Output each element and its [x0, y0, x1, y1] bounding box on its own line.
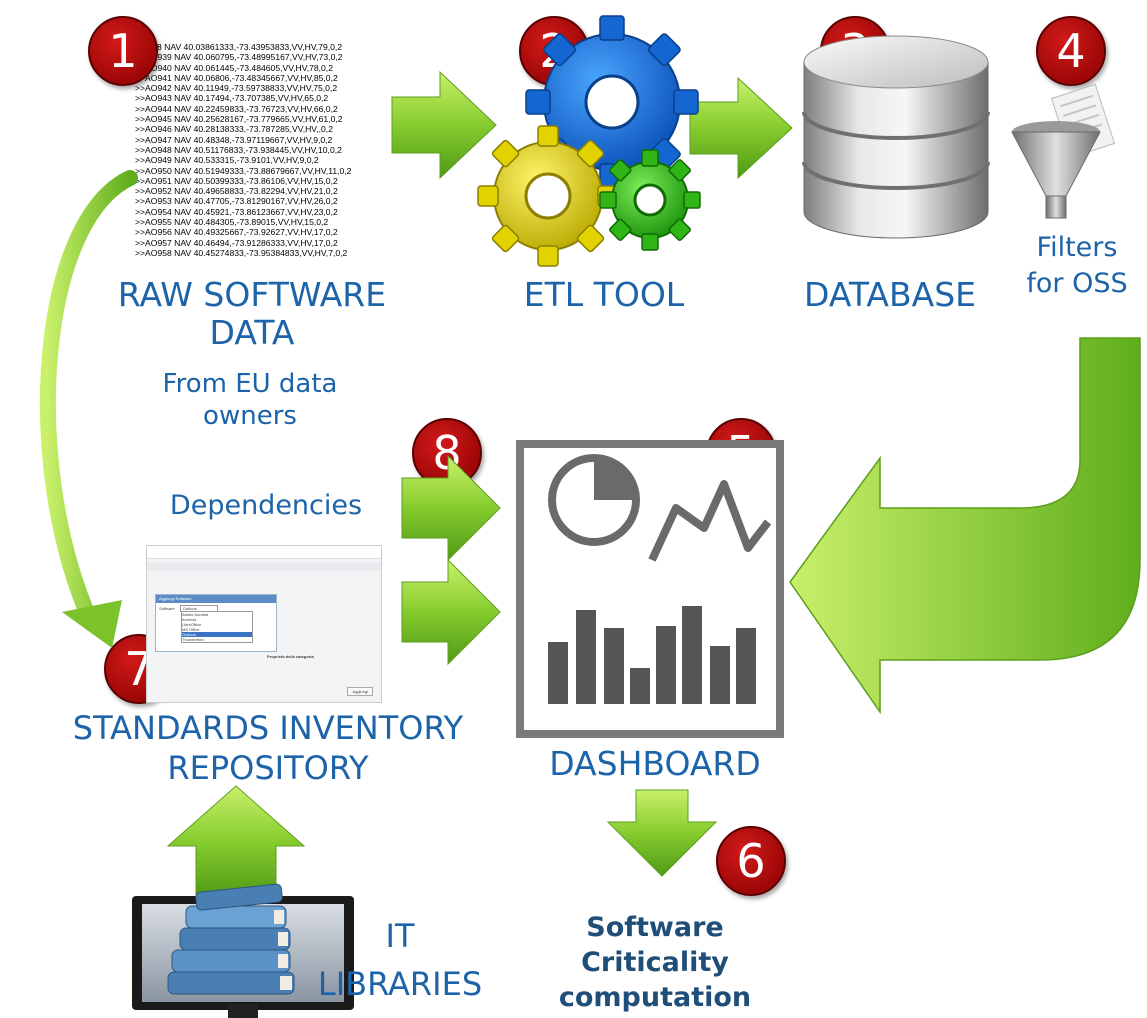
step-badge-4: 4 [1036, 16, 1106, 86]
step-badge-8: 8 [412, 418, 482, 488]
dashboard-label: DASHBOARD [549, 744, 761, 783]
funnel-icon [1011, 83, 1116, 219]
raw-data-line: >>AO956 NAV 40.49325667,-73.92627,VV,HV,… [135, 227, 338, 238]
raw-label-line1: RAW SOFTWARE [117, 275, 387, 314]
repository-line1: STANDARDS INVENTORY [72, 709, 464, 747]
database-label: DATABASE [803, 275, 977, 314]
arrow-dashboard-to-criticality [606, 789, 718, 877]
raw-data-line: >>AO952 NAV 40.49658833,-73.82294,VV,HV,… [135, 186, 338, 197]
raw-data-text: AO938 NAV 40.03861333,-73.43953833,VV,HV… [135, 42, 385, 266]
arrow-libraries-to-repository [166, 785, 306, 899]
etl-tool-label: ETL TOOL [523, 275, 685, 314]
arrow-dependencies-to-dashboard [401, 454, 501, 562]
step-badge-6: 6 [716, 826, 786, 896]
filters-line2: for OSS [1026, 268, 1128, 299]
raw-data-line: >>AO943 NAV 40.17494,-73.707385,VV,HV,65… [135, 93, 329, 104]
raw-data-line: >>AO954 NAV 40.45921,-73.86123667,VV,HV,… [135, 206, 338, 217]
gears-icon [477, 15, 701, 267]
dashboard-icon [516, 440, 784, 738]
arrow-etl-to-database [689, 76, 793, 180]
books-icon [167, 883, 295, 995]
raw-data-line: >>AO949 NAV 40.533315,-73.9101,VV,HV,9,0… [135, 155, 319, 166]
raw-data-line: >>AO946 NAV 40.28138333,-73.787285,VV,HV… [135, 124, 333, 135]
screen-select-value: Outlook [179, 605, 218, 612]
raw-data-line: >>AO942 NAV 40.11949,-73.59738833,VV,HV,… [135, 83, 338, 94]
filters-label: Filters for OSS [1008, 230, 1146, 302]
raw-data-line: >>AO953 NAV 40.47705,-73.81290167,VV,HV,… [135, 196, 338, 207]
arrow-repository-to-dashboard [401, 558, 501, 666]
raw-data-line: >>AO950 NAV 40.51949333,-73.88679667,VV,… [135, 165, 352, 176]
arrow-filters-to-dashboard [789, 337, 1141, 715]
raw-data-line: >>AO941 NAV 40.06806,-73.48345667,VV,HV,… [135, 72, 338, 83]
raw-data-line: >>AO958 NAV 40.45274833,-73.95384833,VV,… [135, 247, 348, 258]
libraries-line2: LIBRARIES [317, 965, 483, 1003]
repository-line2: REPOSITORY [167, 749, 369, 787]
raw-data-line: >>AO957 NAV 40.46494,-73.91286333,VV,HV,… [135, 237, 338, 248]
filters-line1: Filters [1036, 232, 1118, 263]
raw-data-line: >>AO947 NAV 40.48348,-73.97119667,VV,HV,… [135, 134, 333, 145]
criticality-label: Software Criticality computation [540, 910, 770, 1015]
screen-select-label: Software [159, 606, 175, 611]
repository-screenshot: Aggiungi Software Software Outlook Adobe… [146, 545, 382, 703]
screen-option: Outlook [182, 632, 252, 637]
raw-sub-line2: owners [203, 401, 297, 431]
raw-data-source-label: From EU data owners [120, 368, 380, 432]
screen-dialog-header: Aggiungi Software [156, 595, 276, 603]
raw-label-line2: DATA [209, 313, 295, 352]
arrow-raw-to-etl [391, 70, 497, 180]
screen-option: Thunderbird [182, 637, 204, 642]
dependencies-label: Dependencies [169, 490, 363, 521]
screen-option: Adobe Acrobat [182, 612, 209, 617]
screen-option: MS Office [182, 627, 200, 632]
criticality-line2: Criticality [581, 947, 729, 978]
raw-data-line: >>AO944 NAV 40.22459833,-73.76723,VV,HV,… [135, 103, 338, 114]
raw-data-line: >>AO955 NAV 40.484305,-73.89015,VV,HV,15… [135, 217, 329, 228]
libraries-line1: IT [385, 917, 415, 955]
criticality-line3: computation [558, 982, 752, 1013]
it-libraries-label: IT LIBRARIES [300, 912, 500, 1008]
raw-data-line: >>AO948 NAV 40.51176833,-73.938445,VV,HV… [135, 144, 342, 155]
screen-add-button: Aggiungi [347, 687, 373, 696]
curved-arrow-raw-to-repository [39, 170, 138, 648]
raw-sub-line1: From EU data [162, 369, 338, 399]
criticality-line1: Software [586, 912, 724, 943]
raw-data-line: >>AO951 NAV 40.50399333,-73.86106,VV,HV,… [135, 175, 338, 186]
screen-section-title: Proprietà della categoria [267, 654, 314, 659]
screen-option: Archivia [182, 617, 197, 622]
raw-data-line: >>AO945 NAV 40.25628167,-73.779665,VV,HV… [135, 114, 343, 125]
repository-label: STANDARDS INVENTORY REPOSITORY [30, 708, 506, 788]
screen-option: LibreOffice [182, 622, 202, 627]
raw-software-data-label: RAW SOFTWARE DATA [102, 276, 402, 352]
step-badge-1: 1 [88, 16, 158, 86]
database-icon [802, 35, 990, 239]
